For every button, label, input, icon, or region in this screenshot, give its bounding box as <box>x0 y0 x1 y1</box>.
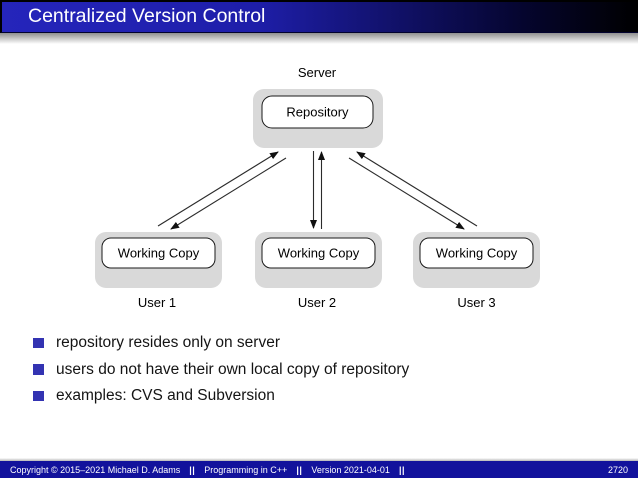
arrow-repository-to-user3 <box>348 157 465 230</box>
footer-shadow <box>0 458 638 461</box>
bullet-text: repository resides only on server <box>56 334 280 351</box>
bullet-list: repository resides only on server users … <box>33 331 409 411</box>
bullet-marker-icon <box>33 364 44 375</box>
footer-version: Version 2021-04-01 <box>311 464 390 475</box>
bullet-marker-icon <box>33 390 44 402</box>
user1-label: User 1 <box>138 295 176 310</box>
footer-separator: || <box>398 464 405 475</box>
footer-separator: || <box>189 464 196 475</box>
arrow-user1-to-repository <box>157 151 279 227</box>
server-label: Server <box>298 65 337 80</box>
repository-box <box>261 95 374 129</box>
list-item: repository resides only on server <box>33 331 409 355</box>
title-bar: Centralized Version Control <box>0 0 638 33</box>
list-item: users do not have their own local copy o… <box>33 358 409 382</box>
working-copy-label-2: Working Copy <box>278 246 360 261</box>
footer-page-number: 2720 <box>607 464 628 475</box>
arrow-repository-to-user1 <box>170 157 287 230</box>
working-copy-box-2 <box>261 237 376 269</box>
working-copy-box-3 <box>419 237 534 269</box>
bullet-text: examples: CVS and Subversion <box>56 387 275 404</box>
bullet-text: users do not have their own local copy o… <box>56 360 410 378</box>
working-copy-label-3: Working Copy <box>436 246 518 261</box>
working-copy-label-1: Working Copy <box>118 246 200 261</box>
arrow-user3-to-repository <box>356 151 478 227</box>
footer-separator: || <box>296 464 303 475</box>
footer-bar: Copyright © 2015–2021 Michael D. Adams |… <box>0 461 638 478</box>
centralized-version-control-diagram: Server Repository Working Copy User 1 Wo… <box>95 65 540 310</box>
working-copy-box-1 <box>101 237 216 269</box>
footer-copyright: Copyright © 2015–2021 Michael D. Adams <box>10 464 181 475</box>
bullet-marker-icon <box>33 337 44 349</box>
user2-label: User 2 <box>298 295 336 310</box>
user3-label: User 3 <box>457 295 495 310</box>
title-bar-shadow <box>0 33 638 45</box>
repository-label: Repository <box>286 105 349 120</box>
list-item: examples: CVS and Subversion <box>33 384 409 408</box>
page-title: Centralized Version Control <box>28 5 266 27</box>
footer-course: Programming in C++ <box>204 464 288 475</box>
